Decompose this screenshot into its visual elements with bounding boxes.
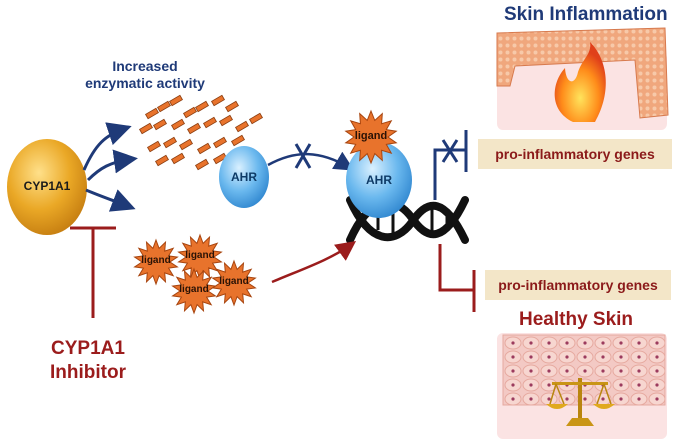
enzyme-molecule: [203, 116, 217, 129]
enzyme-molecule: [187, 122, 201, 135]
arrow-to-enzyme-upper: [82, 122, 132, 171]
ligand-free-label-4: ligand: [219, 276, 249, 287]
free-ligand-stars: [133, 233, 257, 315]
enzyme-molecule: [153, 118, 167, 131]
enzyme-molecules: [139, 94, 263, 171]
enzyme-molecule: [231, 134, 245, 147]
healthy-skin-image: [497, 333, 667, 439]
ligand-bound-star: [344, 109, 398, 165]
ligand-free-label-1: ligand: [141, 255, 171, 266]
enzyme-molecule: [213, 152, 227, 165]
enzyme-molecule: [171, 118, 185, 131]
enzyme-molecule: [197, 142, 211, 155]
enzymatic-activity-label: Increased enzymatic activity: [85, 58, 205, 91]
enzyme-molecule: [235, 120, 249, 133]
enzyme-molecule: [155, 154, 169, 167]
flame-icon: [554, 42, 606, 122]
gene-repression-line: [438, 244, 474, 292]
cyp1a1-label: CYP1A1: [23, 179, 71, 193]
ligand-to-dna-arrow: [271, 241, 357, 284]
inhibitor-label: CYP1A1 Inhibitor: [50, 338, 126, 383]
balance-scale-icon: [546, 378, 615, 426]
enzyme-molecule: [171, 152, 185, 165]
ahr-right-node: [346, 142, 412, 218]
cyp1a1-node: [7, 139, 87, 235]
inflamed-skin-image: [496, 27, 669, 130]
blocked-binding-arrow: [267, 151, 355, 171]
enzyme-molecule: [183, 106, 197, 119]
enzyme-molecule: [157, 100, 171, 113]
ahr-left-node: [219, 146, 269, 208]
ligand-free-label-3: ligand: [179, 284, 209, 295]
gene-activation-arrow: [433, 148, 466, 200]
healthy-skin-title: Healthy Skin: [519, 309, 634, 330]
enzyme-molecule: [195, 158, 209, 171]
block-cross-2: [294, 143, 312, 169]
gene-box-bottom: pro-inflammatory genes: [485, 270, 671, 300]
arrow-to-enzyme-lower: [85, 188, 136, 212]
ligand-star: [211, 259, 257, 307]
ligand-star: [171, 267, 217, 315]
enzyme-molecule: [179, 138, 193, 151]
enzyme-molecule: [249, 112, 263, 125]
arrow-to-enzyme-middle: [86, 149, 138, 182]
enzyme-molecule: [213, 136, 227, 149]
skin-inflammation-title: Skin Inflammation: [504, 4, 668, 25]
enzyme-molecule: [147, 140, 161, 153]
ligand-star: [133, 238, 179, 286]
enzyme-molecule: [139, 122, 153, 135]
enzyme-molecule: [195, 100, 209, 113]
ligand-bound-label: ligand: [354, 130, 388, 142]
enzyme-molecule: [219, 114, 233, 127]
ahr-left-label: AHR: [231, 170, 257, 184]
ligand-free-label-2: ligand: [185, 250, 215, 261]
enzyme-molecule: [145, 107, 159, 120]
enzyme-molecule: [163, 136, 177, 149]
ahr-right-label: AHR: [366, 173, 392, 187]
enzyme-molecule: [225, 100, 239, 113]
enzyme-molecule: [211, 94, 225, 107]
gene-box-top: pro-inflammatory genes: [478, 139, 672, 169]
enzyme-molecule: [169, 94, 183, 107]
gene-cross-2: [441, 139, 459, 163]
